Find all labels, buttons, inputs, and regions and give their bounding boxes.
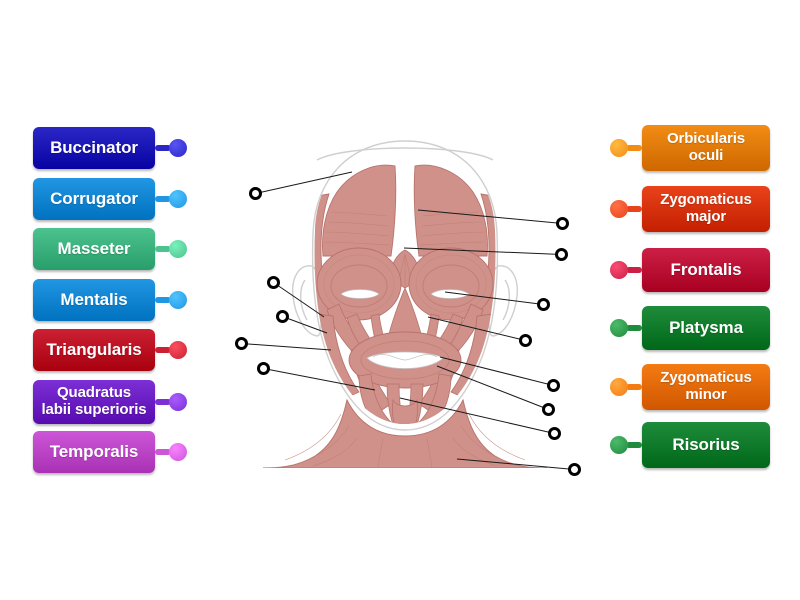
dot-jaw-left[interactable] [235, 337, 248, 350]
label-connector-stem-temporalis [155, 449, 171, 455]
label-connector-stem-buccinator [155, 145, 171, 151]
label-text: Orbicularis oculi [666, 130, 746, 164]
label-text: Quadratus labii superioris [41, 384, 147, 418]
label-text: Platysma [669, 318, 743, 338]
label-connector-knob-corrugator[interactable] [169, 190, 187, 208]
label-connector-knob-zygomaticus-minor[interactable] [610, 378, 628, 396]
label-connector-knob-zygomaticus-major[interactable] [610, 200, 628, 218]
label-connector-stem-platysma [626, 325, 642, 331]
label-connector-knob-masseter[interactable] [169, 240, 187, 258]
dot-mouth-right-upper[interactable] [547, 379, 560, 392]
label-text: Zygomaticus major [660, 191, 752, 225]
label-text: Frontalis [670, 260, 742, 280]
label-box-zygomaticus-major[interactable]: Zygomaticus major [642, 186, 770, 232]
label-box-risorius[interactable]: Risorius [642, 422, 770, 468]
label-box-temporalis[interactable]: Temporalis [33, 431, 155, 473]
label-text: Mentalis [60, 290, 128, 310]
label-connector-stem-mentalis [155, 297, 171, 303]
label-text: Buccinator [50, 138, 138, 158]
dot-cheek-left-upper[interactable] [267, 276, 280, 289]
label-text: Corrugator [50, 189, 138, 209]
dot-glabella-right[interactable] [555, 248, 568, 261]
label-box-zygomaticus-minor[interactable]: Zygomaticus minor [642, 364, 770, 410]
dot-eye-right[interactable] [537, 298, 550, 311]
label-connector-stem-zygomaticus-minor [626, 384, 642, 390]
label-connector-stem-masseter [155, 246, 171, 252]
label-connector-knob-orbicularis-oculi[interactable] [610, 139, 628, 157]
dot-forehead-left[interactable] [249, 187, 262, 200]
label-connector-knob-mentalis[interactable] [169, 291, 187, 309]
label-box-mentalis[interactable]: Mentalis [33, 279, 155, 321]
label-box-quadratus-labii-superioris[interactable]: Quadratus labii superioris [33, 380, 155, 424]
label-text: Zygomaticus minor [660, 369, 752, 403]
dot-mouth-left[interactable] [257, 362, 270, 375]
dot-neck-platysma[interactable] [568, 463, 581, 476]
label-connector-stem-quadratus-labii-superioris [155, 399, 171, 405]
label-text: Masseter [57, 239, 131, 259]
muscle-group [314, 164, 496, 424]
label-text: Triangularis [46, 340, 142, 360]
label-box-masseter[interactable]: Masseter [33, 228, 155, 270]
dot-nose-right[interactable] [519, 334, 532, 347]
eye-opening-right [430, 289, 470, 299]
platysma-shoulders [262, 398, 548, 468]
label-connector-stem-zygomaticus-major [626, 206, 642, 212]
label-box-buccinator[interactable]: Buccinator [33, 127, 155, 169]
eye-opening-left [340, 289, 380, 299]
label-connector-knob-temporalis[interactable] [169, 443, 187, 461]
label-box-platysma[interactable]: Platysma [642, 306, 770, 350]
label-text: Risorius [672, 435, 740, 455]
facial-muscles-illustration [262, 140, 548, 468]
label-connector-knob-quadratus-labii-superioris[interactable] [169, 393, 187, 411]
dot-temple-right[interactable] [556, 217, 569, 230]
label-box-corrugator[interactable]: Corrugator [33, 178, 155, 220]
dot-mouth-right-mid[interactable] [542, 403, 555, 416]
label-connector-stem-corrugator [155, 196, 171, 202]
dot-cheek-left-mid[interactable] [276, 310, 289, 323]
label-connector-knob-frontalis[interactable] [610, 261, 628, 279]
label-box-triangularis[interactable]: Triangularis [33, 329, 155, 371]
label-connector-knob-triangularis[interactable] [169, 341, 187, 359]
dot-chin-right[interactable] [548, 427, 561, 440]
label-box-orbicularis-oculi[interactable]: Orbicularis oculi [642, 125, 770, 171]
label-connector-knob-risorius[interactable] [610, 436, 628, 454]
label-connector-stem-frontalis [626, 267, 642, 273]
label-connector-stem-orbicularis-oculi [626, 145, 642, 151]
label-box-frontalis[interactable]: Frontalis [642, 248, 770, 292]
label-text: Temporalis [49, 442, 139, 462]
label-connector-stem-risorius [626, 442, 642, 448]
label-connector-knob-buccinator[interactable] [169, 139, 187, 157]
label-connector-stem-triangularis [155, 347, 171, 353]
label-connector-knob-platysma[interactable] [610, 319, 628, 337]
